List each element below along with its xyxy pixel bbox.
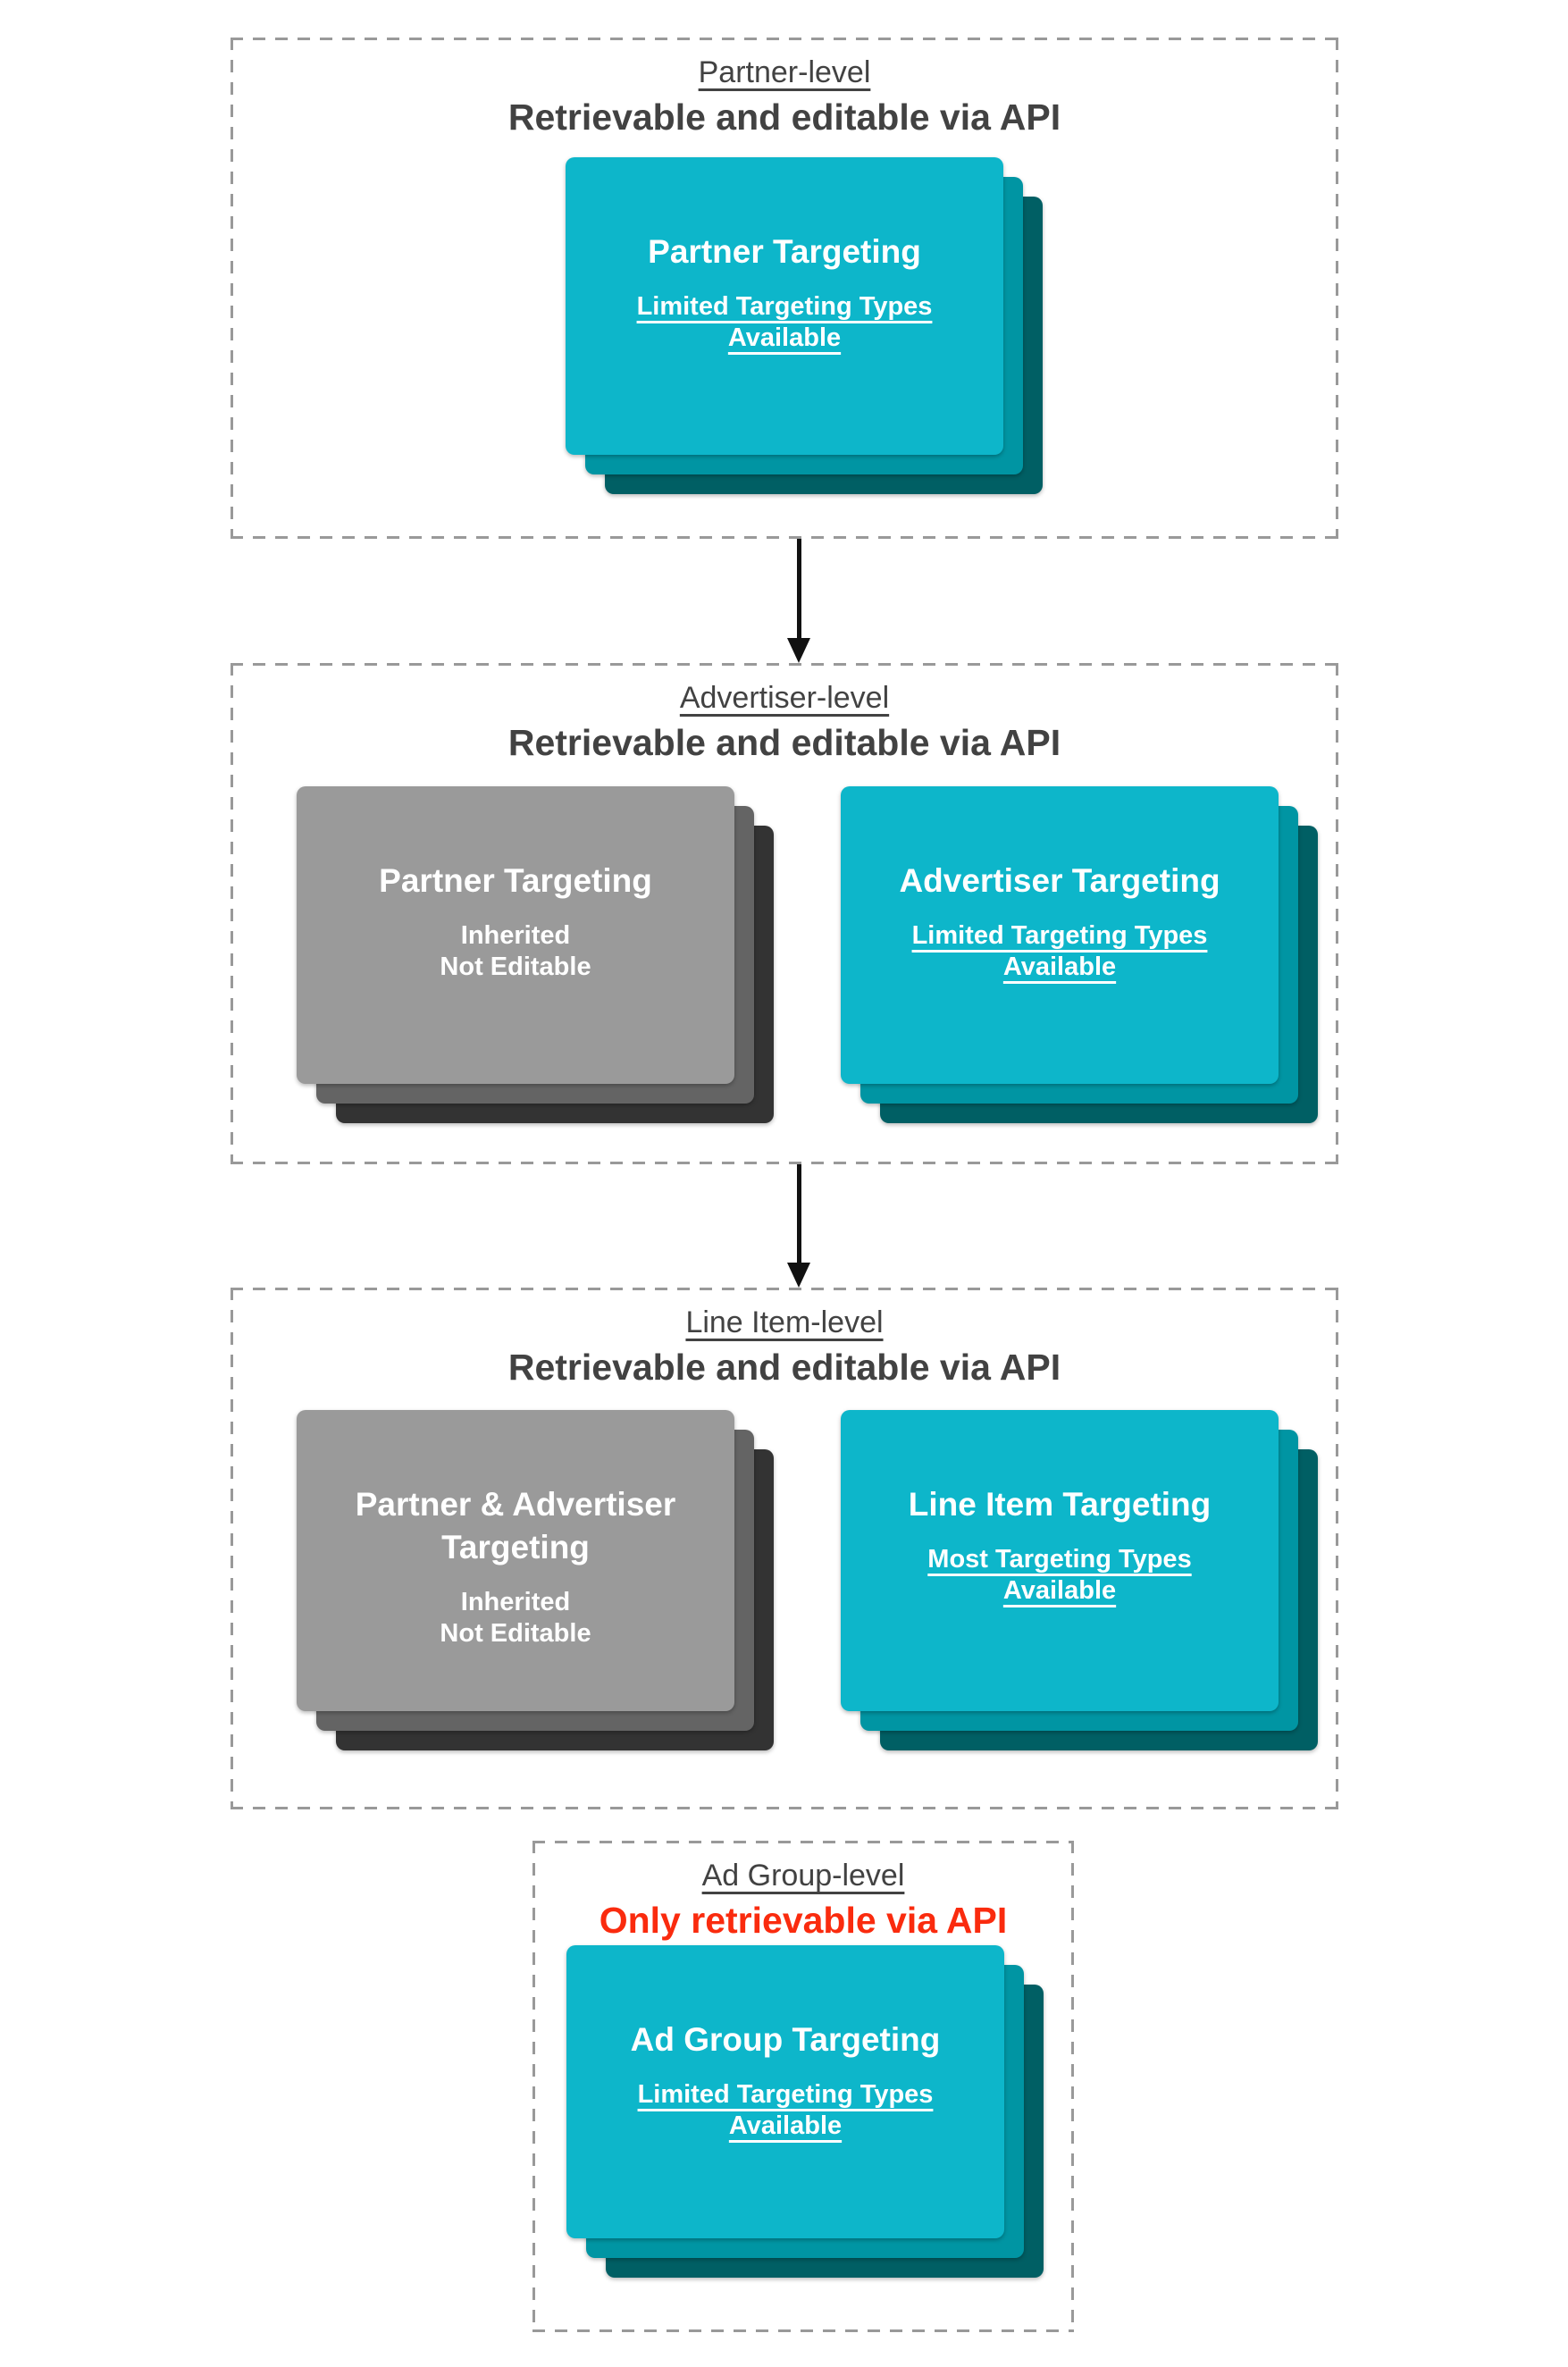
card-stack-partner-advertiser-targeting: Partner & Advertiser Targeting Inherited… bbox=[297, 1410, 774, 1750]
card-subtitle: Most Targeting Types Available bbox=[859, 1544, 1261, 1607]
targeting-card: Partner Targeting Limited Targeting Type… bbox=[566, 157, 1003, 455]
section-subtitle: Retrievable and editable via API bbox=[507, 722, 1061, 763]
arrow-head-icon bbox=[787, 638, 810, 663]
card-subtitle-line: Inherited bbox=[460, 921, 571, 950]
card-subtitle: Inherited Not Editable bbox=[314, 920, 717, 983]
card-stack-advertiser-targeting: Advertiser Targeting Limited Targeting T… bbox=[841, 786, 1318, 1123]
card-title: Advertiser Targeting bbox=[899, 862, 1220, 899]
arrow-head-icon bbox=[787, 1263, 810, 1288]
section-subtitle: Retrievable and editable via API bbox=[507, 97, 1061, 138]
card-stack-partner-targeting: Partner Targeting Limited Targeting Type… bbox=[566, 157, 1043, 494]
card-subtitle-line: Limited Targeting Types bbox=[636, 292, 933, 321]
section-header: Partner-level Retrievable and editable v… bbox=[231, 38, 1338, 139]
section-line-item-level: Line Item-level Retrievable and editable… bbox=[231, 1288, 1338, 1809]
card-title: Partner & Advertiser Targeting bbox=[355, 1486, 676, 1565]
targeting-card: Partner & Advertiser Targeting Inherited… bbox=[297, 1410, 734, 1711]
card-subtitle-line: Available bbox=[1002, 1576, 1117, 1605]
section-subtitle: Retrievable and editable via API bbox=[507, 1347, 1061, 1388]
card-subtitle: Limited Targeting Types Available bbox=[584, 2079, 986, 2142]
section-title: Ad Group-level bbox=[701, 1859, 905, 1893]
card-title: Line Item Targeting bbox=[908, 1486, 1212, 1523]
section-subtitle: Only retrievable via API bbox=[599, 1900, 1008, 1941]
card-subtitle-line: Not Editable bbox=[440, 953, 591, 981]
targeting-card: Ad Group Targeting Limited Targeting Typ… bbox=[566, 1945, 1004, 2238]
card-title: Ad Group Targeting bbox=[630, 2021, 941, 2058]
arrow-shaft bbox=[796, 1164, 801, 1264]
card-subtitle: Limited Targeting Types Available bbox=[859, 920, 1261, 983]
card-subtitle-line: Most Targeting Types bbox=[927, 1545, 1192, 1574]
card-subtitle-line: Not Editable bbox=[440, 1619, 591, 1648]
section-title: Advertiser-level bbox=[679, 681, 890, 715]
section-title: Partner-level bbox=[698, 55, 871, 89]
card-stack-partner-targeting-inherited: Partner Targeting Inherited Not Editable bbox=[297, 786, 774, 1123]
targeting-card: Partner Targeting Inherited Not Editable bbox=[297, 786, 734, 1084]
card-subtitle-line: Limited Targeting Types bbox=[637, 2080, 934, 2109]
card-title: Partner Targeting bbox=[648, 233, 921, 270]
section-advertiser-level: Advertiser-level Retrievable and editabl… bbox=[231, 663, 1338, 1164]
arrow-shaft bbox=[796, 539, 801, 640]
card-subtitle: Limited Targeting Types Available bbox=[583, 291, 985, 354]
card-subtitle-line: Available bbox=[1002, 953, 1117, 981]
card-title: Partner Targeting bbox=[379, 862, 652, 899]
card-subtitle-line: Inherited bbox=[460, 1588, 571, 1616]
card-stack-line-item-targeting: Line Item Targeting Most Targeting Types… bbox=[841, 1410, 1318, 1750]
card-subtitle-line: Limited Targeting Types bbox=[911, 921, 1208, 950]
targeting-card: Advertiser Targeting Limited Targeting T… bbox=[841, 786, 1279, 1084]
card-subtitle-line: Available bbox=[727, 323, 842, 352]
section-partner-level: Partner-level Retrievable and editable v… bbox=[231, 38, 1338, 539]
card-subtitle: Inherited Not Editable bbox=[314, 1587, 717, 1649]
section-header: Ad Group-level Only retrievable via API bbox=[532, 1841, 1074, 1943]
card-subtitle-line: Available bbox=[728, 2111, 843, 2140]
section-ad-group-level: Ad Group-level Only retrievable via API … bbox=[532, 1841, 1074, 2332]
card-stack-ad-group-targeting: Ad Group Targeting Limited Targeting Typ… bbox=[566, 1945, 1044, 2278]
section-header: Line Item-level Retrievable and editable… bbox=[231, 1288, 1338, 1389]
targeting-card: Line Item Targeting Most Targeting Types… bbox=[841, 1410, 1279, 1711]
section-title: Line Item-level bbox=[685, 1305, 884, 1339]
section-header: Advertiser-level Retrievable and editabl… bbox=[231, 663, 1338, 765]
